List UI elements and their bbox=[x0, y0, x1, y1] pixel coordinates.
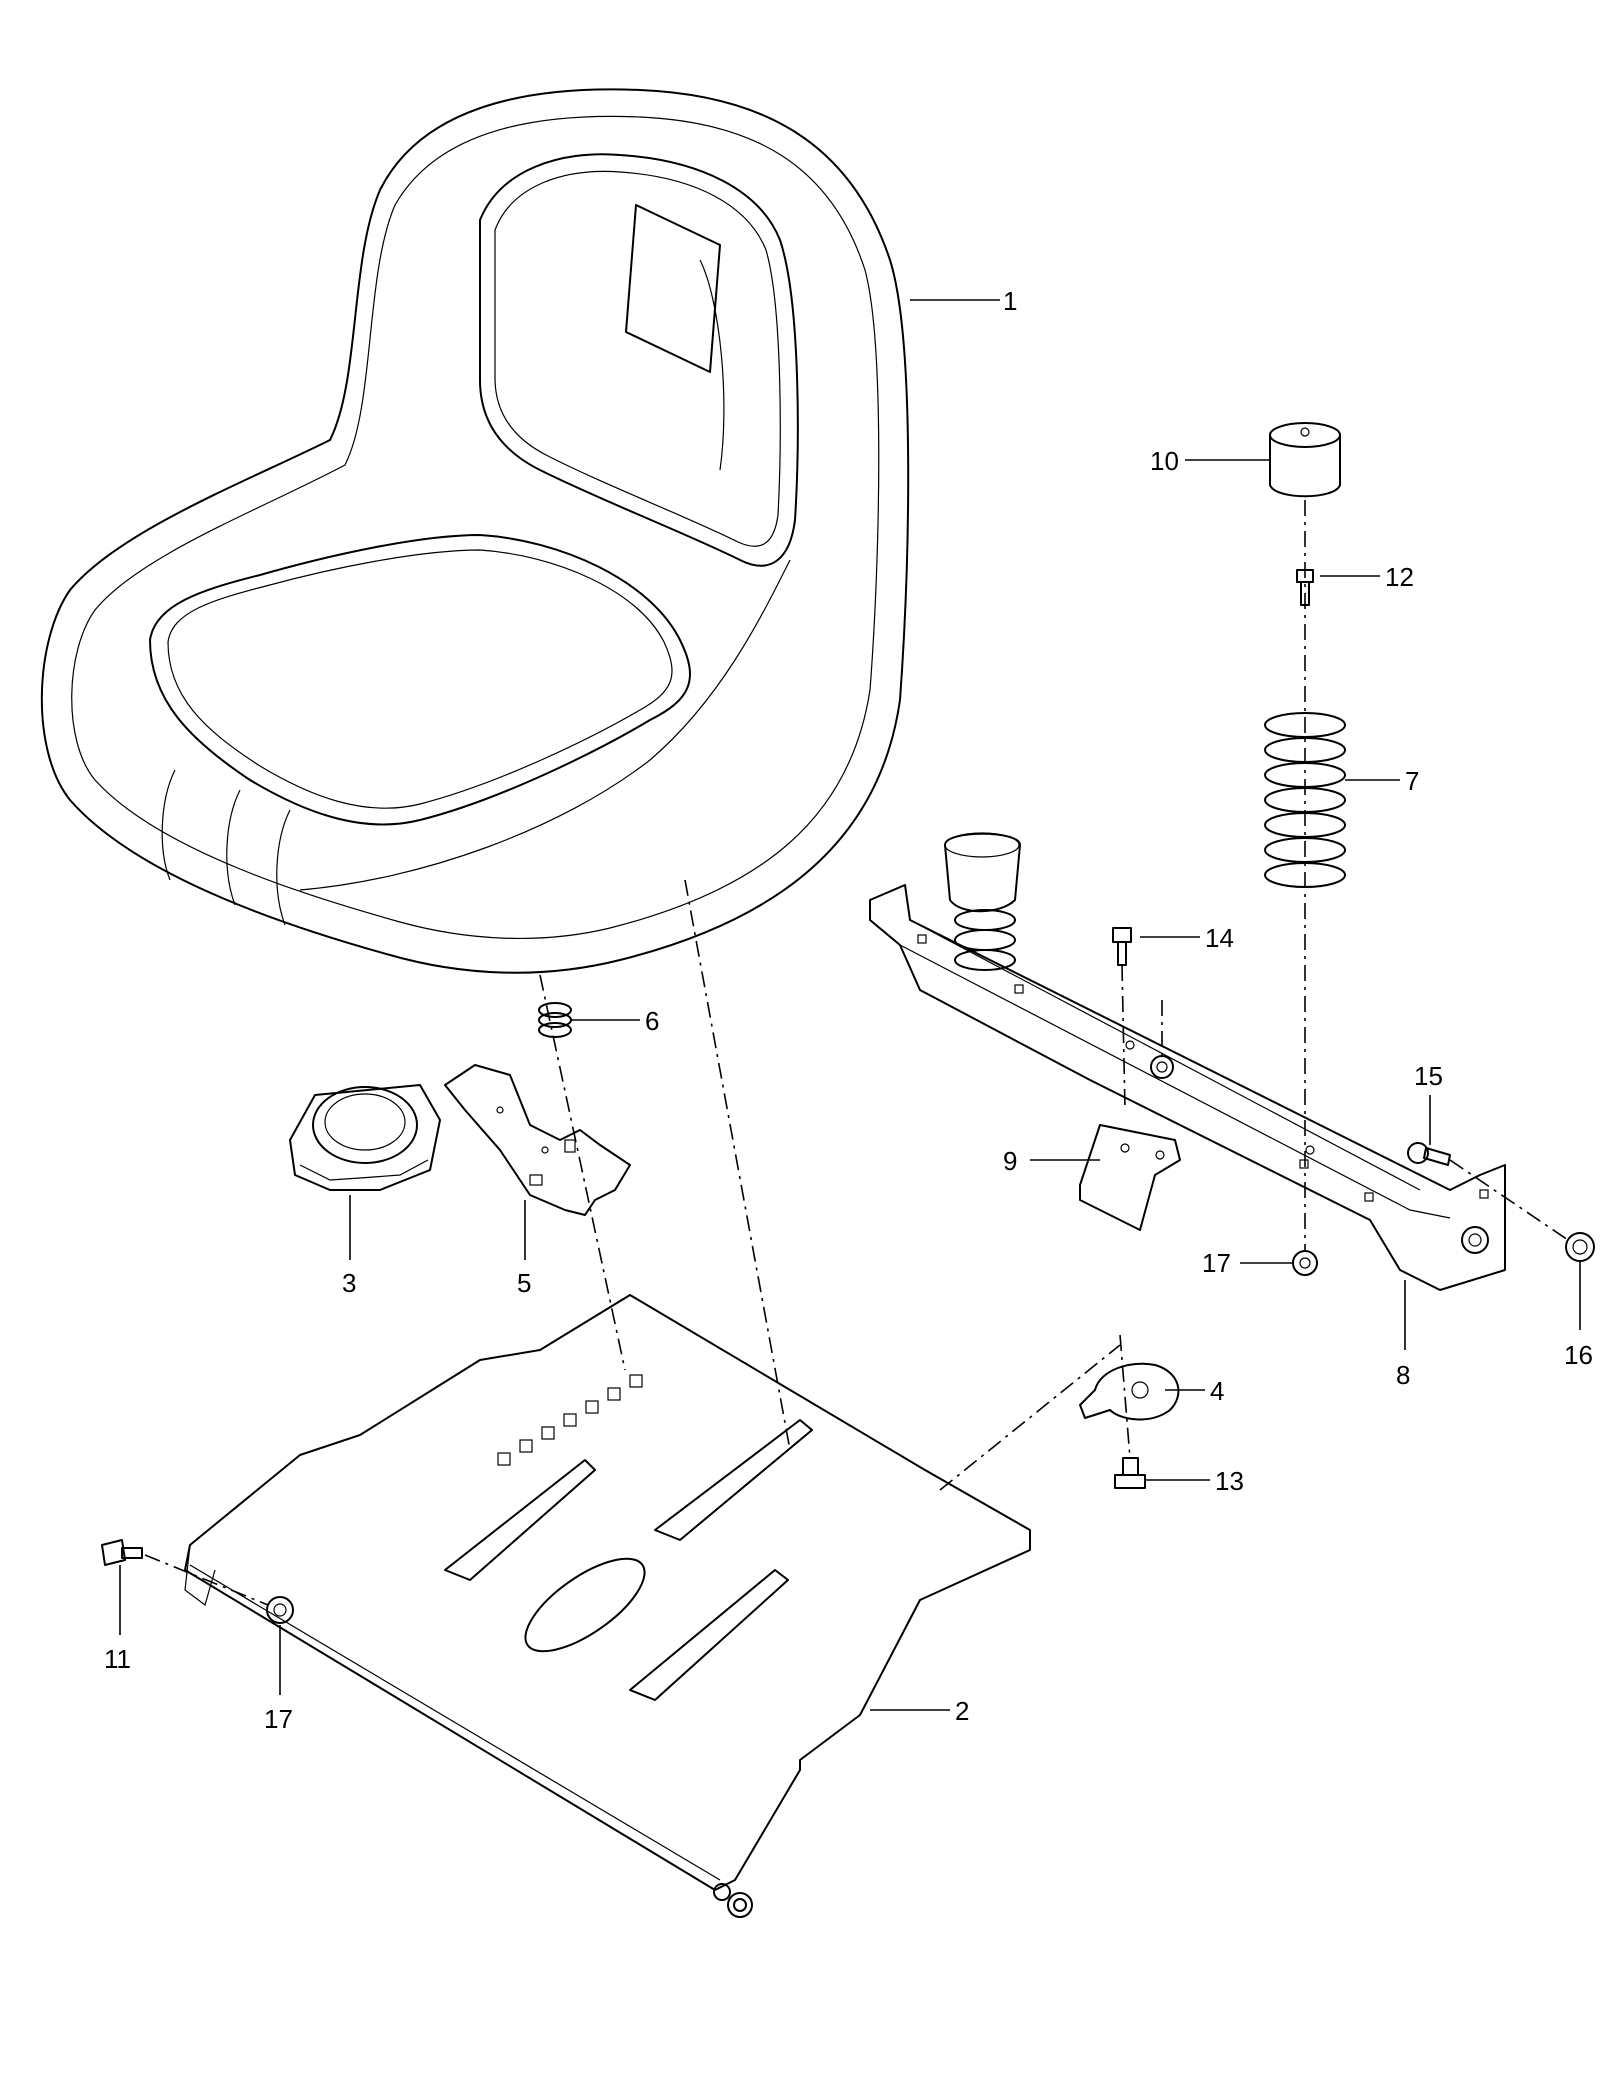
callout-17-left: 17 bbox=[264, 1704, 293, 1734]
callout-7: 7 bbox=[1405, 766, 1419, 796]
callout-10: 10 bbox=[1150, 446, 1179, 476]
callout-11: 11 bbox=[104, 1644, 131, 1674]
callout-17-right: 17 bbox=[1202, 1248, 1231, 1278]
callout-8: 8 bbox=[1396, 1360, 1410, 1390]
bolt-15 bbox=[1407, 1142, 1451, 1166]
bolt-14 bbox=[1112, 927, 1132, 966]
callout-13: 13 bbox=[1215, 1466, 1244, 1496]
tab-washer bbox=[1079, 1362, 1180, 1421]
callout-6: 6 bbox=[645, 1006, 659, 1036]
leader-lines bbox=[119, 299, 1581, 1711]
assembly-lines bbox=[144, 500, 1569, 1606]
switch-bracket bbox=[444, 1064, 631, 1216]
callout-14: 14 bbox=[1205, 923, 1234, 953]
callout-12: 12 bbox=[1385, 562, 1414, 592]
screw-12 bbox=[1296, 569, 1314, 606]
nut-17-left bbox=[266, 1596, 294, 1624]
small-spring bbox=[538, 1002, 572, 1038]
callout-labels: 1 2 3 4 5 6 7 8 9 10 11 12 13 14 15 16 1… bbox=[104, 286, 1593, 1734]
callout-15: 15 bbox=[1414, 1061, 1443, 1091]
callout-5: 5 bbox=[517, 1268, 531, 1298]
seat bbox=[40, 88, 910, 974]
seat-switch bbox=[289, 1084, 441, 1191]
nut-17-right bbox=[1292, 1250, 1318, 1276]
callout-9: 9 bbox=[1003, 1146, 1017, 1176]
seat-rail bbox=[869, 832, 1506, 1291]
callout-1: 1 bbox=[1003, 286, 1017, 316]
callout-2: 2 bbox=[955, 1696, 969, 1726]
mount-bracket bbox=[1079, 1124, 1181, 1231]
callout-16: 16 bbox=[1564, 1340, 1593, 1370]
seat-base-plate bbox=[184, 1294, 1031, 1918]
bolt-13 bbox=[1114, 1457, 1146, 1489]
callout-3: 3 bbox=[342, 1268, 356, 1298]
nut-16 bbox=[1565, 1232, 1595, 1262]
callout-4: 4 bbox=[1210, 1376, 1224, 1406]
nut-rail-top bbox=[1150, 1055, 1174, 1079]
rubber-bumper bbox=[1269, 422, 1341, 498]
bolt-11 bbox=[101, 1539, 143, 1566]
